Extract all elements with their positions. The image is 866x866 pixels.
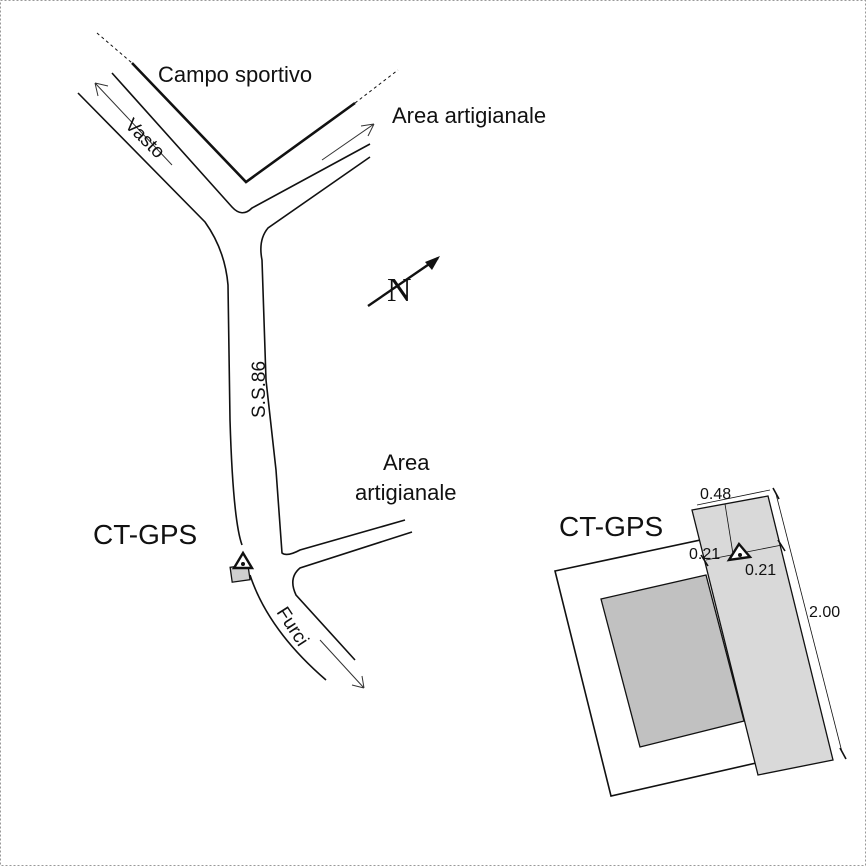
road-edge-vasto-inner [111, 72, 371, 214]
label-area-artigianale-mid-1: Area [383, 450, 430, 475]
road-edge-east [260, 156, 406, 556]
road-network [77, 72, 413, 681]
arrow-vasto-icon [94, 82, 173, 166]
dimension-lines [696, 487, 847, 760]
detail-pillar-light [691, 495, 834, 776]
road-edge-west [77, 92, 243, 546]
road-edge-artigianale-lower [292, 531, 413, 661]
triangle-station-icon [231, 550, 255, 570]
station-detail: CT-GPS 0.48 0.21 0.21 2.00 [554, 486, 847, 797]
campo-sportivo-boundary [96, 32, 399, 184]
label-furci: Furci [272, 603, 313, 650]
dim-offset-left-021: 0.21 [689, 546, 720, 563]
label-area-artigianale-mid-2: artigianale [355, 480, 457, 505]
direction-arrows [94, 82, 375, 689]
road-edge-furci [249, 574, 327, 681]
dim-length-200: 2.00 [809, 604, 840, 621]
label-campo-sportivo: Campo sportivo [158, 62, 312, 87]
triangle-station-icon [726, 541, 753, 562]
dim-offset-right-021: 0.21 [745, 562, 776, 579]
north-label: N [387, 272, 412, 309]
station-marker-left [229, 550, 255, 583]
dim-width-048: 0.48 [700, 486, 731, 503]
label-road-ss86: S.S.86 [249, 361, 270, 418]
north-arrow-icon: N [367, 256, 440, 309]
label-station-detail: CT-GPS [559, 511, 663, 542]
label-station-left: CT-GPS [93, 519, 197, 550]
arrow-area-artigianale-icon [321, 123, 375, 161]
label-area-artigianale-top: Area artigianale [392, 103, 546, 128]
arrow-furci-icon [319, 639, 365, 689]
label-vasto: Vasto [120, 115, 168, 163]
